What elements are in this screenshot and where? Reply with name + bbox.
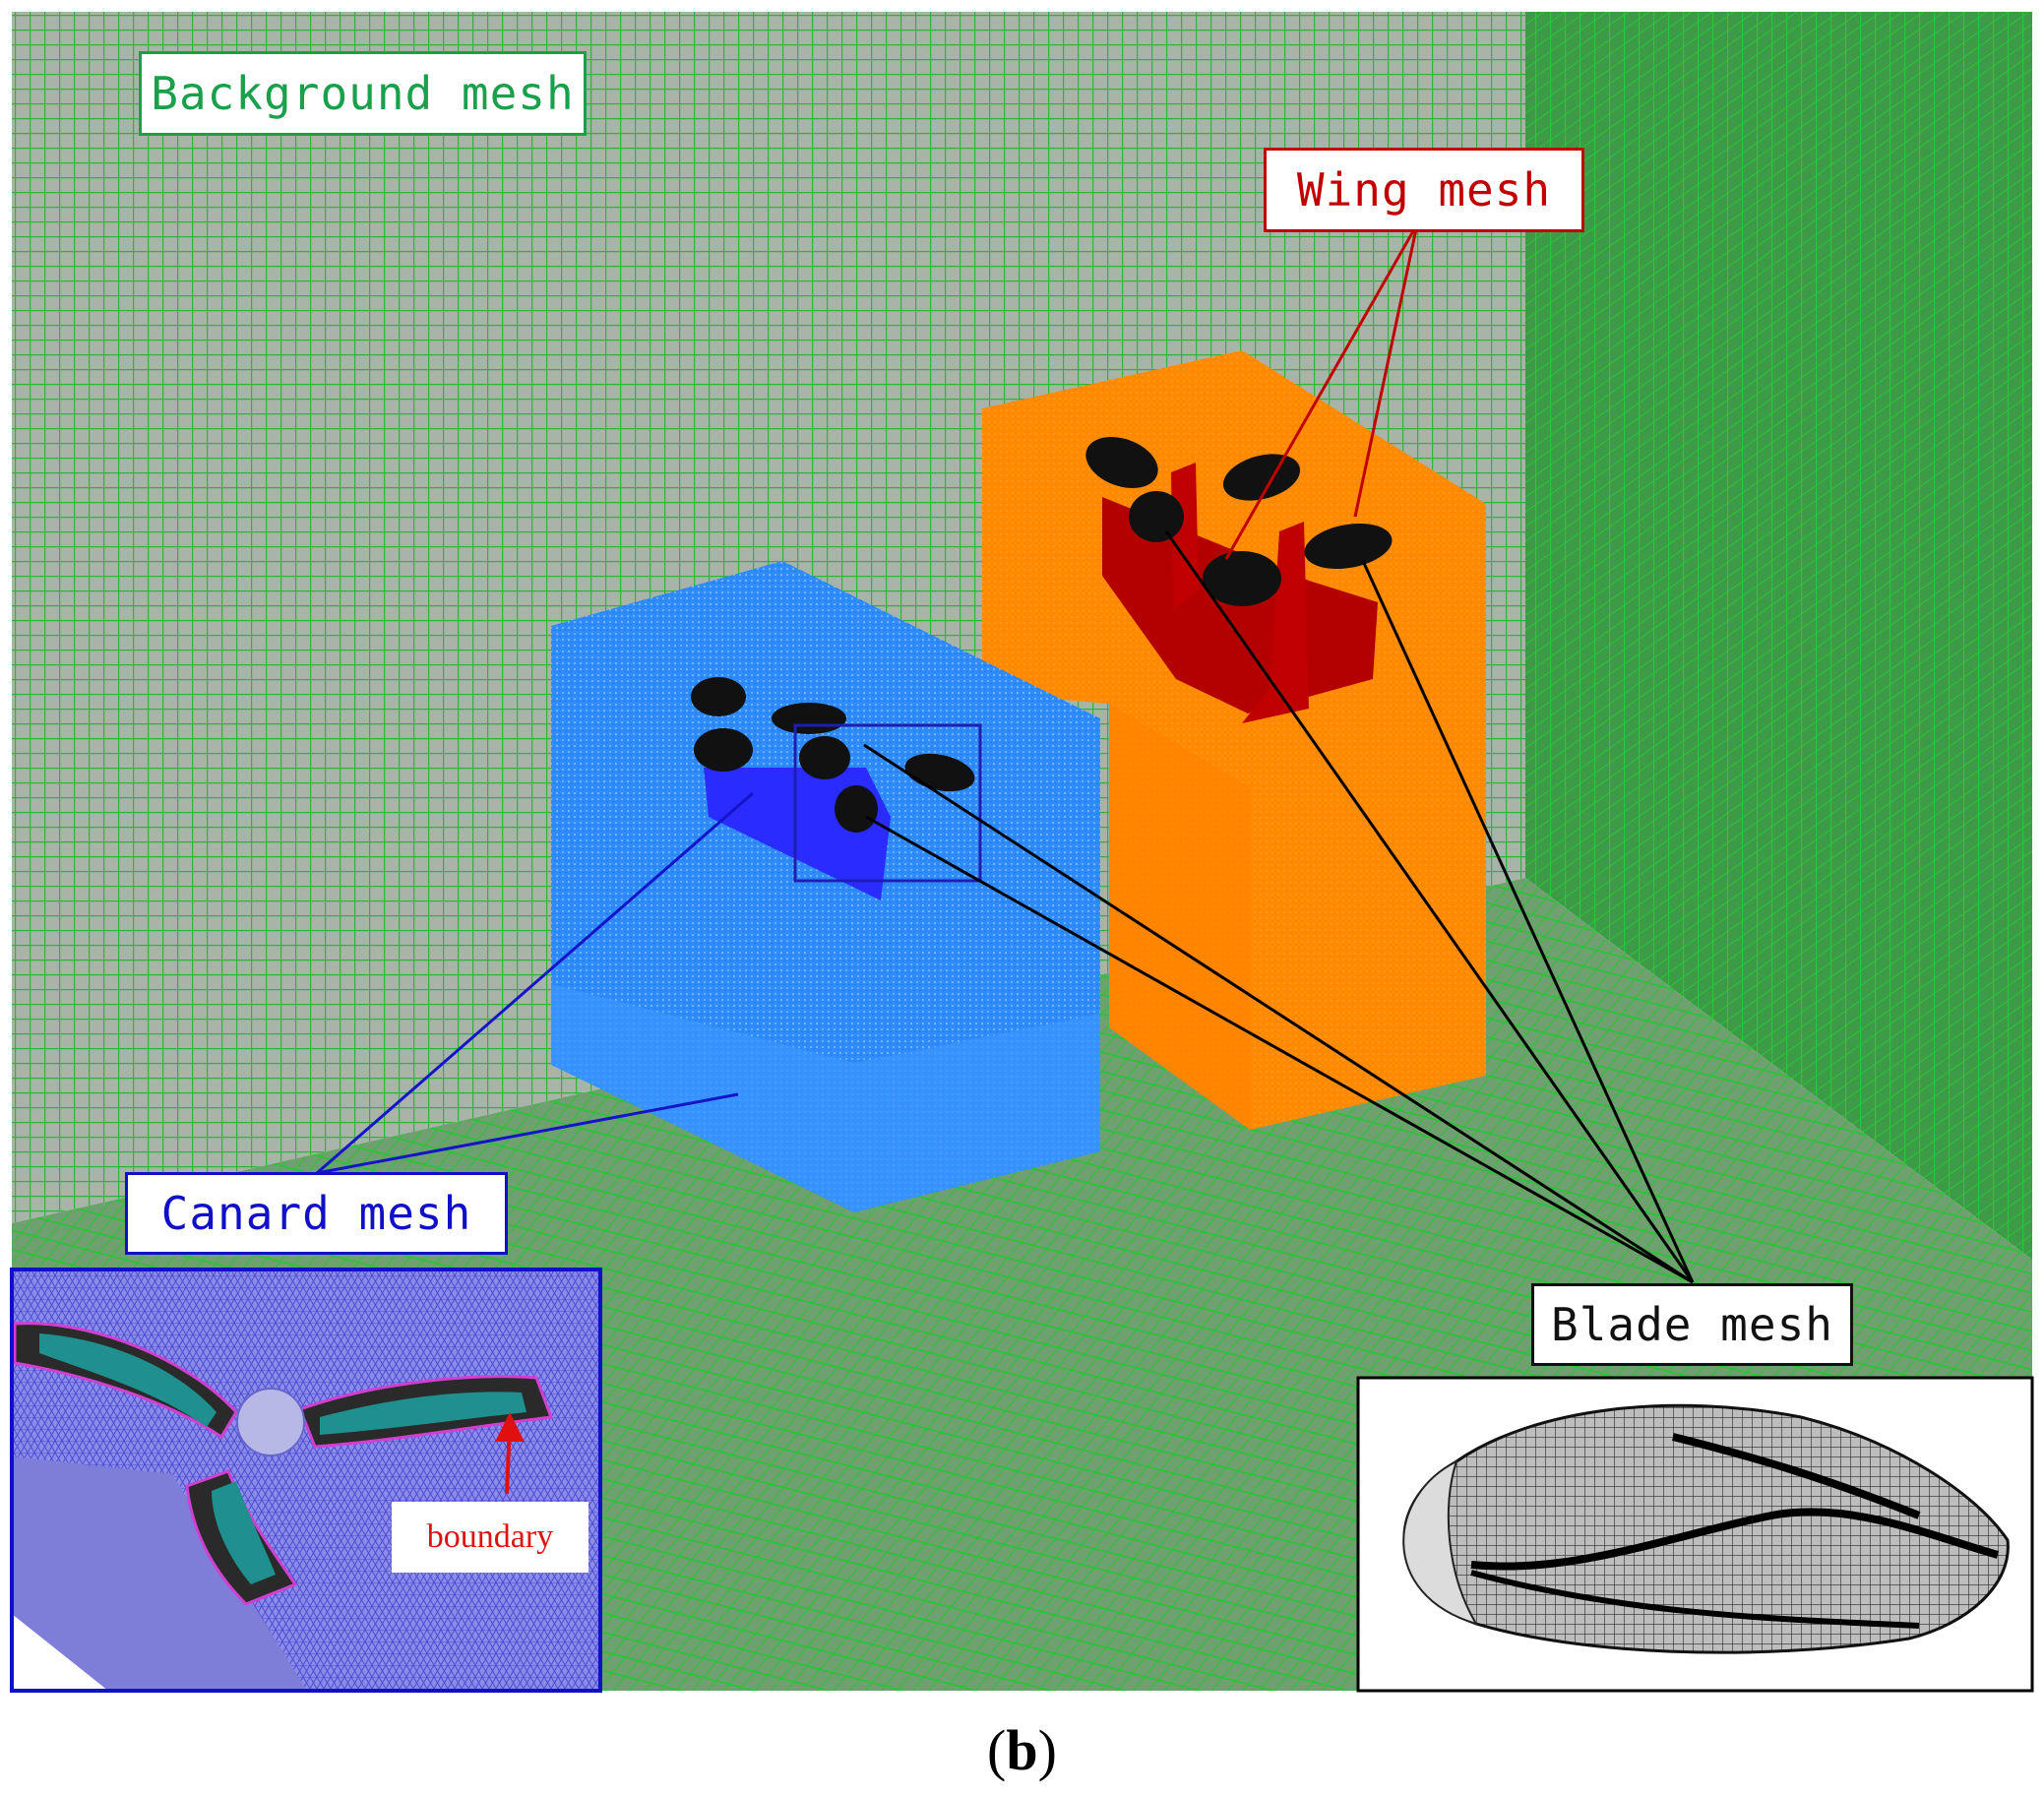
canard-block-bottom xyxy=(551,984,1100,1212)
panel-letter: b xyxy=(1006,1718,1038,1782)
wing-leader-1 xyxy=(1224,223,1419,560)
wing-mesh-label: Wing mesh xyxy=(1264,148,1584,232)
blade-spine-lower xyxy=(1470,1570,1920,1629)
wing-fin-left xyxy=(1171,463,1199,610)
right-wall xyxy=(1525,12,2032,1260)
blade-leader-2 xyxy=(865,815,1694,1284)
wing-rotor-5 xyxy=(1203,551,1281,606)
blade-leader-3 xyxy=(1164,530,1695,1283)
panel-paren-close: ) xyxy=(1037,1718,1057,1782)
wing-leader-2 xyxy=(1353,223,1419,518)
boundary-arrowhead xyxy=(495,1412,525,1442)
blade-inset xyxy=(1356,1376,2034,1693)
wing-rotor-3 xyxy=(1129,491,1184,542)
wing-fin-right xyxy=(1242,522,1309,723)
blade-root-cap xyxy=(1402,1459,1479,1626)
panel-label: (b) xyxy=(0,1717,2044,1783)
canard-rotor-1 xyxy=(691,677,746,716)
canard-rotor-4 xyxy=(799,736,850,779)
inset-lower-face xyxy=(12,1456,307,1691)
inset-blade-bottom xyxy=(212,1481,276,1584)
canard-zoom-box xyxy=(793,723,982,883)
wing-rotor-4 xyxy=(1304,523,1393,570)
blade-leader-1 xyxy=(863,743,1694,1284)
boundary-label: boundary xyxy=(392,1502,588,1573)
blade-spine xyxy=(1470,1433,2000,1571)
wing-rotor-1 xyxy=(1085,436,1158,489)
inset-hub xyxy=(236,1388,305,1456)
inset-white-corner xyxy=(12,1614,108,1691)
canard-leader-1 xyxy=(316,791,754,1175)
wing-block-shade xyxy=(1109,704,1250,1130)
background-mesh-label: Background mesh xyxy=(139,51,587,136)
blade-leader-4 xyxy=(1361,560,1695,1283)
canard-rotor-3 xyxy=(772,703,846,734)
canard-rotor-2 xyxy=(694,728,753,772)
wing-rotor-assembly xyxy=(1085,436,1393,723)
leader-lines xyxy=(316,223,1695,1284)
canard-inset xyxy=(10,1268,602,1693)
canard-mesh-label: Canard mesh xyxy=(125,1172,508,1255)
blade-mesh-label: Blade mesh xyxy=(1531,1283,1853,1366)
canard-rotor-6 xyxy=(835,785,878,833)
inset-blade-left xyxy=(39,1333,217,1427)
canard-leader-2 xyxy=(316,1092,739,1175)
panel-paren-open: ( xyxy=(987,1718,1007,1782)
inset-blade-right xyxy=(320,1392,526,1435)
canard-rotor-assembly xyxy=(691,677,982,900)
